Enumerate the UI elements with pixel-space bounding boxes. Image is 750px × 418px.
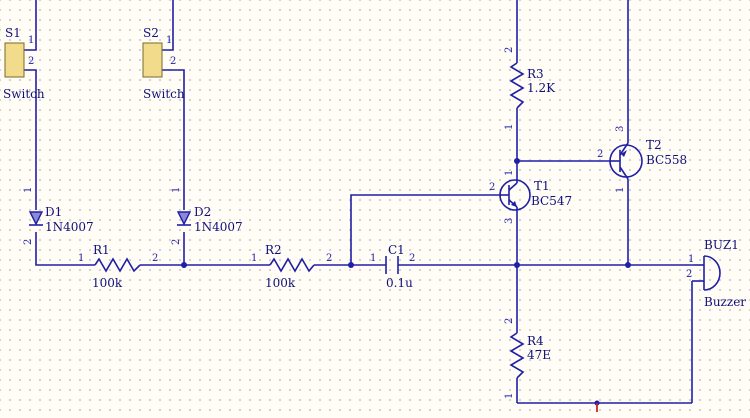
c1-value: 0.1u [386, 276, 413, 290]
resistor-r4[interactable]: R4 47E 2 1 [504, 318, 551, 399]
d2-designator: D2 [194, 205, 211, 219]
r2-designator: R2 [265, 243, 282, 257]
d2-pin: 1 [171, 187, 182, 193]
d1-value: 1N4007 [45, 220, 94, 234]
s1-pin: 1 [28, 35, 34, 46]
wire-s1-to-d1 [24, 69, 37, 210]
transistor-t1[interactable]: T1 BC547 2 1 3 [489, 170, 572, 224]
d2-symbol [176, 211, 192, 226]
buzzer-buz1[interactable]: BUZ1 Buzzer 1 2 [686, 238, 746, 309]
junction-node [514, 158, 520, 164]
r3-designator: R3 [527, 67, 544, 81]
c1-pin: 2 [409, 253, 415, 264]
r4-designator: R4 [527, 334, 544, 348]
buz1-value: Buzzer [704, 295, 746, 309]
d1-pin: 1 [23, 187, 34, 193]
r4-symbol [509, 332, 525, 379]
t2-pin: 3 [615, 126, 626, 132]
r1-value: 100k [92, 276, 123, 290]
s1-value: Switch [3, 87, 45, 101]
t1-designator: T1 [534, 179, 550, 193]
t2-value: BC558 [646, 153, 687, 167]
s2-pin: 1 [166, 35, 172, 46]
d2-pin: 2 [171, 239, 182, 245]
c1-pin: 1 [370, 253, 376, 264]
t1-emitter-arrow [511, 201, 517, 207]
d1-designator: D1 [45, 205, 62, 219]
resistor-r1[interactable]: R1 100k 1 2 [78, 243, 158, 290]
r2-pin: 2 [326, 253, 332, 264]
t1-pin: 1 [504, 170, 515, 176]
s2-pin: 2 [170, 56, 176, 67]
wire-s2-to-d2 [162, 69, 185, 210]
r3-symbol [509, 62, 525, 109]
t2-pin: 1 [615, 187, 626, 193]
r2-value: 100k [265, 276, 296, 290]
r3-pin: 2 [504, 47, 515, 53]
r4-pin: 1 [504, 393, 515, 399]
buz1-arc [703, 255, 721, 291]
junction-node [514, 262, 520, 268]
t1-value: BC547 [531, 194, 572, 208]
wire-s2-top [162, 0, 174, 51]
wire-d1-to-r1 [35, 232, 95, 266]
t2-emitter-lead [619, 142, 629, 156]
r1-symbol [94, 257, 141, 273]
s1-designator: S1 [5, 26, 21, 40]
wires [24, 0, 694, 404]
buz1-pin: 1 [688, 254, 694, 265]
transistor-t2[interactable]: T2 BC558 2 3 1 [597, 126, 687, 193]
t1-collector-lead [508, 182, 518, 191]
switch-s2-body [142, 42, 163, 78]
r1-pin: 1 [78, 253, 84, 264]
t2-pin: 2 [597, 149, 603, 160]
c1-designator: C1 [388, 243, 405, 257]
junctions [181, 158, 631, 406]
junction-node [348, 262, 354, 268]
r3-value: 1.2K [527, 81, 556, 95]
junction-node [181, 262, 187, 268]
wire-base-t1 [350, 194, 499, 265]
r4-pin: 2 [504, 318, 515, 324]
junction-node [625, 262, 631, 268]
d1-symbol [28, 211, 44, 226]
s2-designator: S2 [143, 26, 159, 40]
d2-value: 1N4007 [194, 220, 243, 234]
r1-designator: R1 [93, 243, 110, 257]
switch-s1[interactable]: S1 Switch 1 2 [3, 26, 45, 101]
t1-pin: 3 [504, 218, 515, 224]
s2-value: Switch [143, 87, 185, 101]
t2-designator: T2 [646, 138, 662, 152]
r2-pin: 1 [251, 253, 257, 264]
diode-d1[interactable]: D1 1N4007 1 2 [23, 187, 94, 245]
r2-symbol [269, 257, 315, 273]
r3-pin: 1 [504, 124, 515, 130]
s1-pin: 2 [28, 56, 34, 67]
switch-s1-body [4, 42, 25, 78]
buz1-designator: BUZ1 [704, 238, 739, 252]
t2-collector-lead [619, 166, 629, 180]
t2-emitter-arrow [621, 150, 627, 157]
resistor-r3[interactable]: R3 1.2K 2 1 [504, 47, 556, 130]
d1-pin: 2 [23, 239, 34, 245]
t1-pin: 2 [489, 182, 495, 193]
capacitor-c1[interactable]: C1 0.1u 1 2 [370, 243, 415, 290]
diode-d2[interactable]: D2 1N4007 1 2 [171, 187, 243, 245]
r1-pin: 2 [152, 253, 158, 264]
r4-value: 47E [527, 348, 551, 362]
switch-s2[interactable]: S2 Switch 1 2 [142, 26, 185, 101]
buz1-pin: 2 [686, 269, 692, 280]
wire-s1-top [24, 0, 37, 51]
resistor-r2[interactable]: R2 100k 1 2 [251, 243, 332, 290]
